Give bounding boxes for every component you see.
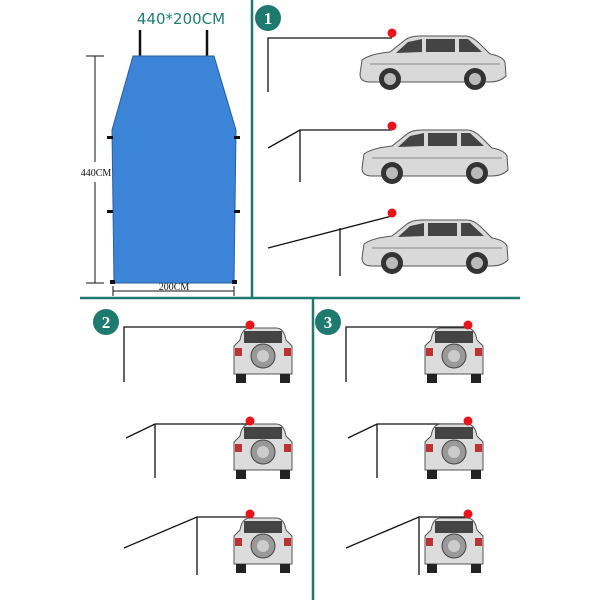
- car-rear-1: [233, 327, 293, 384]
- awning-sloped: [123, 516, 250, 575]
- awning-flat: [345, 326, 470, 382]
- marker-dot: [245, 416, 255, 426]
- awning-flat: [123, 326, 250, 382]
- marker-dot: [387, 208, 397, 218]
- marker-dot: [387, 121, 397, 131]
- car-side-2: [361, 129, 509, 185]
- marker-dot: [463, 509, 473, 519]
- awning-sloped: [345, 516, 470, 575]
- marker-dot: [245, 320, 255, 330]
- car-rear-3: [424, 517, 484, 574]
- step-badge-1: 1: [255, 5, 281, 31]
- size-title: 440*200CM: [137, 10, 225, 28]
- marker-dot: [245, 509, 255, 519]
- awning-pitched: [267, 129, 392, 182]
- car-side-1: [359, 35, 507, 91]
- tarp-shape: [111, 55, 237, 284]
- car-side-3: [361, 219, 509, 275]
- step-1-panel: 1: [255, 5, 509, 276]
- width-label: 200CM: [159, 282, 190, 293]
- marker-dot: [463, 416, 473, 426]
- marker-dot: [463, 320, 473, 330]
- car-rear-3: [233, 517, 293, 574]
- marker-dot: [387, 28, 397, 38]
- svg-text:1: 1: [264, 9, 273, 28]
- car-rear-1: [424, 327, 484, 384]
- car-rear-2: [233, 423, 293, 480]
- svg-text:3: 3: [324, 313, 333, 332]
- svg-text:2: 2: [102, 313, 111, 332]
- step-2-panel: 2: [93, 309, 293, 575]
- awning-flat: [267, 37, 392, 92]
- tarp-grommets: [107, 136, 240, 284]
- step-badge-2: 2: [93, 309, 119, 335]
- tarp-dimension-panel: 440*200CM 440CM 200CM: [81, 10, 240, 296]
- height-label: 440CM: [81, 168, 112, 179]
- awning-pitched: [125, 423, 250, 478]
- awning-sloped: [267, 215, 393, 276]
- step-3-panel: 3: [315, 309, 484, 575]
- step-badge-3: 3: [315, 309, 341, 335]
- car-rear-2: [424, 423, 484, 480]
